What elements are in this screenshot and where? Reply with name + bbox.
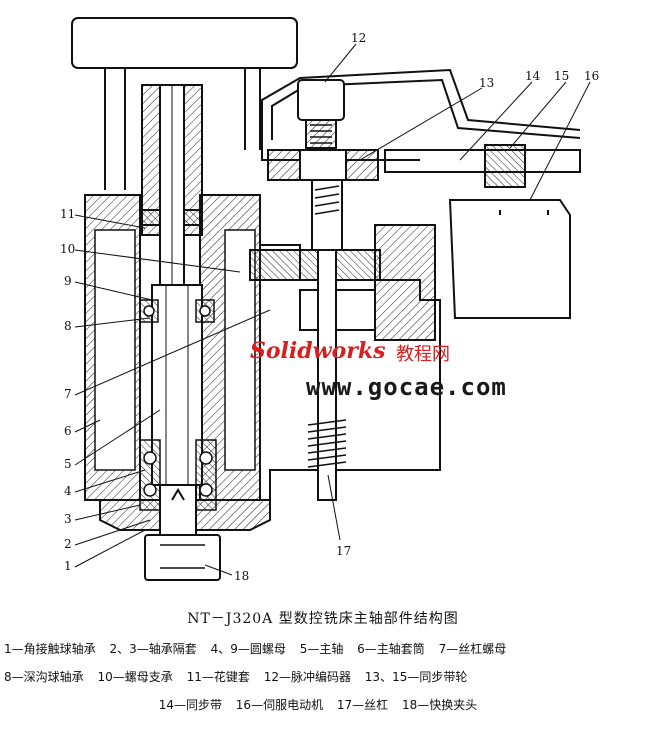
callout-6: 6 bbox=[64, 424, 72, 438]
callout-16: 16 bbox=[584, 69, 600, 83]
callout-13: 13 bbox=[479, 76, 495, 90]
callout-4: 4 bbox=[64, 484, 72, 498]
watermark-site: www.gocae.com bbox=[306, 373, 507, 401]
legend-item: 17—丝杠 bbox=[336, 698, 389, 712]
legend-item: 16—伺服电动机 bbox=[235, 698, 324, 712]
angular-contact-bearing bbox=[139, 439, 217, 511]
pulse-encoder bbox=[297, 79, 345, 149]
legend-item: 5—主轴 bbox=[299, 642, 344, 656]
legend-item: 7—丝杠螺母 bbox=[438, 642, 507, 656]
callout-2: 2 bbox=[64, 537, 72, 551]
spindle-shaft bbox=[141, 84, 203, 486]
callout-5: 5 bbox=[64, 457, 72, 471]
callout-10: 10 bbox=[60, 242, 76, 256]
legend-item: 10—螺母支承 bbox=[97, 670, 173, 684]
legend-item: 13、15—同步带轮 bbox=[364, 670, 468, 684]
figure-caption: NT－J320A 型数控铣床主轴部件结构图 bbox=[187, 611, 459, 627]
legend-item: 4、9—圆螺母 bbox=[210, 642, 286, 656]
callout-9: 9 bbox=[64, 274, 72, 288]
lead-screw bbox=[307, 179, 347, 501]
legend-item: 14—同步带 bbox=[158, 698, 222, 712]
servo-motor bbox=[384, 144, 581, 319]
callout-7: 7 bbox=[64, 387, 72, 401]
legend-item: 2、3—轴承隔套 bbox=[109, 642, 197, 656]
callout-8: 8 bbox=[64, 319, 72, 333]
callout-3: 3 bbox=[64, 512, 72, 526]
watermark-brand-cn: 教程网 bbox=[396, 344, 450, 365]
callout-15: 15 bbox=[554, 69, 570, 83]
legend-item: 6—主轴套筒 bbox=[357, 642, 425, 656]
legend-item: 1—角接触球轴承 bbox=[4, 642, 96, 656]
legend-item: 8—深沟球轴承 bbox=[4, 670, 84, 684]
top-column bbox=[71, 17, 298, 190]
callout-18: 18 bbox=[234, 569, 250, 583]
legend-item: 12—脉冲编码器 bbox=[263, 670, 351, 684]
legend-item: 11—花键套 bbox=[186, 670, 250, 684]
quick-change-chuck bbox=[144, 484, 221, 581]
watermark-brand: Solidworks bbox=[250, 338, 386, 364]
spindle-assembly-drawing bbox=[71, 17, 591, 581]
callout-17: 17 bbox=[336, 544, 352, 558]
legend-item: 18—快换夹头 bbox=[402, 698, 478, 712]
callout-leaders bbox=[74, 43, 591, 576]
callout-14: 14 bbox=[525, 69, 541, 83]
legend-line-3: 14—同步带 16—伺服电动机 17—丝杠 18—快换夹头 bbox=[0, 696, 646, 713]
legend-line-2: 8—深沟球轴承 10—螺母支承 11—花键套 12—脉冲编码器 13、15—同步… bbox=[4, 668, 646, 685]
upper-pulley bbox=[267, 149, 379, 181]
deep-groove-bearing bbox=[139, 299, 215, 323]
legend-line-1: 1—角接触球轴承 2、3—轴承隔套 4、9—圆螺母 5—主轴 6—主轴套筒 7—… bbox=[4, 640, 646, 657]
callout-12: 12 bbox=[351, 31, 367, 45]
callout-11: 11 bbox=[60, 207, 76, 221]
callout-1: 1 bbox=[64, 559, 72, 573]
